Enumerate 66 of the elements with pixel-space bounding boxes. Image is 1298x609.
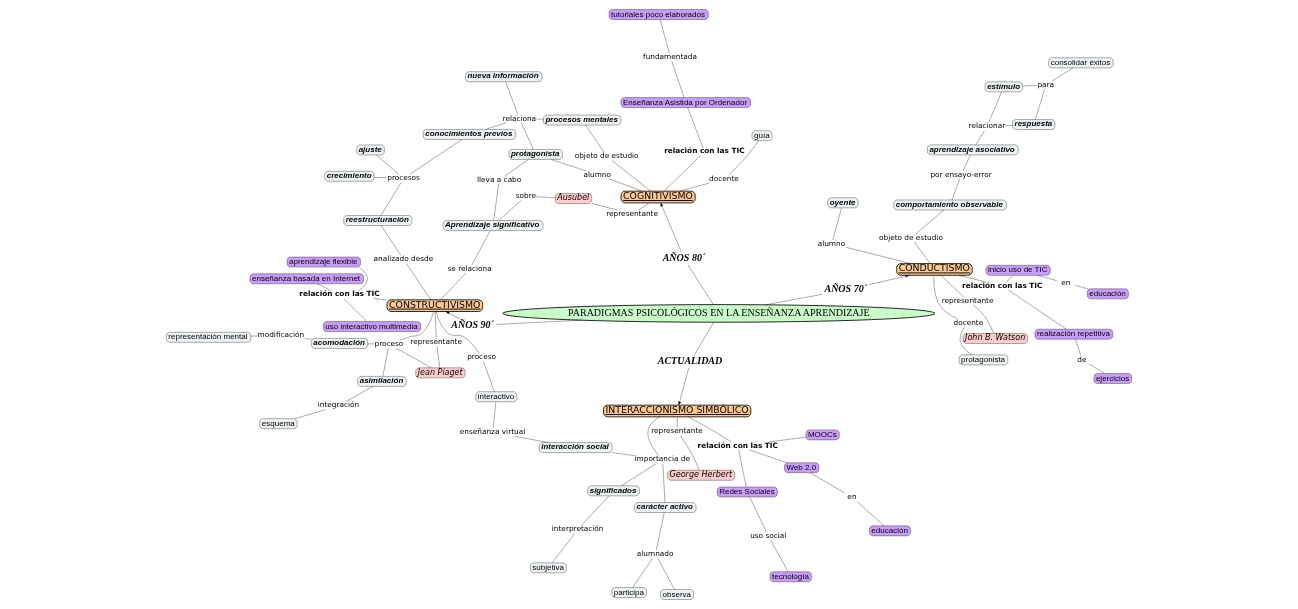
node-box: interactivo — [475, 391, 518, 402]
node-box: representación mental — [166, 332, 251, 343]
node-box: estímulo — [984, 81, 1023, 92]
connector — [933, 275, 958, 319]
node-box: ajuste — [356, 144, 385, 156]
node-box: aprendizaje asociativo — [927, 144, 1019, 156]
node-box: observa — [660, 589, 694, 600]
node-box: uso interactivo multimedia — [323, 321, 421, 332]
connector — [435, 311, 480, 354]
node-box: guía — [751, 130, 773, 141]
node-box: tecnología — [769, 571, 812, 582]
node-box: procesos mentales — [543, 114, 622, 126]
connector — [845, 247, 912, 264]
node-box: comportamiento observable — [893, 199, 1007, 211]
node-ellipse: PARADIGMAS PSICOLÓGICOS EN LA ENSEÑANZA APRENDIZAJE — [502, 304, 936, 323]
node-box: respuesta — [1012, 119, 1056, 130]
node-box: nueva información — [465, 71, 543, 82]
arrow — [445, 311, 462, 320]
node-box: educación — [1087, 288, 1129, 299]
node-box: Redes Sociales — [717, 486, 778, 498]
connector — [440, 272, 466, 300]
node-text: AÑOS 70´ — [824, 283, 868, 295]
node-text: AÑOS 80´ — [662, 251, 706, 263]
node-box: MOOCs — [805, 429, 840, 441]
node-box: Enseñanza Asistida por Ordenador — [620, 97, 751, 108]
node-box: crecimiento — [324, 171, 375, 182]
connector — [914, 241, 931, 264]
node-box: significados — [587, 485, 640, 496]
node-box: Aprendizaje significativo — [442, 220, 544, 231]
node-box: protagonista — [958, 354, 1008, 366]
node-box: realización repetitiva — [1034, 329, 1113, 340]
node-box: INTERACCIONISMO SIMBÓLICO — [603, 404, 752, 418]
connector — [406, 263, 432, 300]
node-box: asimilación — [357, 376, 407, 387]
node-box: carácter activo — [634, 502, 697, 513]
node-box: participa — [611, 587, 647, 598]
node-text: ACTUALIDAD — [657, 355, 723, 367]
connector — [940, 275, 964, 297]
node-box: reestructuración — [343, 215, 413, 226]
node-box: aprendizaje flexible — [286, 256, 361, 268]
node-box: oyente — [827, 197, 859, 208]
arrow — [678, 367, 689, 406]
node-box: educación — [869, 525, 911, 537]
node-box: tutoriales poco elaborados — [608, 9, 709, 20]
node-box: ejercicios — [1093, 373, 1132, 384]
connector — [400, 311, 434, 341]
node-box: COGNITIVISMO — [620, 190, 696, 204]
connector — [765, 294, 823, 306]
node-box: inicio uso de TIC — [985, 265, 1051, 276]
node-box: Web 2.0 — [784, 462, 820, 473]
connector — [495, 320, 583, 325]
node-box: acomodación — [311, 338, 368, 349]
node-box: conocimientos previos — [423, 129, 516, 140]
arrow — [660, 202, 682, 253]
node-text: AÑOS 90´ — [451, 318, 494, 330]
arrow — [869, 274, 910, 285]
node-box: consolidar éxitos — [1048, 57, 1114, 68]
node-box: esquema — [259, 418, 298, 429]
connector — [434, 311, 437, 339]
connector — [958, 275, 986, 283]
connector — [687, 264, 714, 305]
node-box: interacción social — [539, 442, 613, 453]
node-box: subjetiva — [530, 562, 567, 574]
node-box: CONSTRUCTIVISMO — [386, 299, 483, 312]
node-box: enseñanza basada en Internet — [249, 273, 364, 284]
node-box: protagonista — [508, 149, 563, 160]
